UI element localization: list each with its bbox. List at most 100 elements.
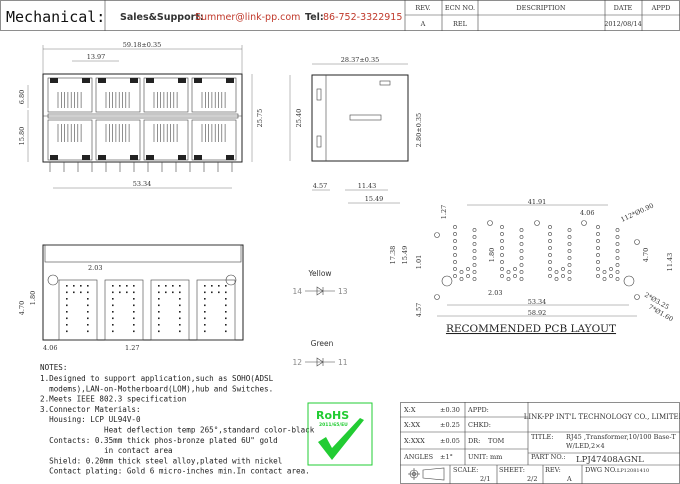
pin-dot xyxy=(179,330,181,333)
pcb-hole xyxy=(519,249,524,253)
bottom-view-drawing: 2.03 4.70 1.80 4.06 1.27 xyxy=(18,244,244,352)
pcb-hole xyxy=(500,274,504,278)
tol-angles-value: ±1° xyxy=(440,453,453,461)
tol-xxxx-label: X:XXX xyxy=(404,437,425,445)
note-line: Shield: 0.20mm thick steel alloy,plated … xyxy=(40,456,282,465)
pin-dot xyxy=(66,324,68,326)
dim-pcb-11-43: 11.43 xyxy=(666,253,674,272)
dim-bottom-d1: 2.03 xyxy=(88,264,102,272)
pin-dot xyxy=(172,291,174,294)
led-window xyxy=(226,78,234,83)
dim-front-width: 59.18±0.35 xyxy=(123,41,162,49)
pcb-hole xyxy=(596,225,600,229)
rev-col-header: REV. xyxy=(415,4,430,12)
pin-dot xyxy=(133,324,135,326)
header: Mechanical: Sales&Support: Summer@link-p… xyxy=(0,0,680,31)
pin-dot xyxy=(204,330,206,333)
dwg-no: LP12081410 xyxy=(617,468,649,474)
pcb-hole xyxy=(506,270,511,274)
dim-pcb-1-27: 1.27 xyxy=(440,205,448,219)
led-yellow-pin-a: 14 xyxy=(292,287,302,296)
part-no: LPJ47408AGNL xyxy=(576,455,644,465)
pin-dot xyxy=(133,311,135,313)
pcb-hole xyxy=(472,228,477,232)
note-line: Housing: LCP UL94V-0 xyxy=(40,415,141,424)
dim-pcb-4-70: 4.70 xyxy=(642,248,650,262)
pin-dot xyxy=(179,304,181,307)
pin-dot xyxy=(133,304,135,307)
dim-pcb-4-57: 4.57 xyxy=(415,303,423,317)
notes-heading: NOTES: xyxy=(40,363,67,372)
pin-dot xyxy=(87,291,89,294)
pcb-hole xyxy=(609,267,613,271)
pin-dot xyxy=(112,317,114,320)
led-window xyxy=(146,78,154,83)
led-green-label: Green xyxy=(311,339,334,348)
pin-dot xyxy=(179,291,181,294)
pin-dot xyxy=(225,298,227,300)
pin-dot xyxy=(112,285,114,287)
pin-dot xyxy=(204,285,206,287)
led-window xyxy=(82,78,90,83)
revision-table: REV. ECN NO. DESCRIPTION DATE APPD A REL… xyxy=(405,0,680,31)
tol-xxx-value: ±0.25 xyxy=(440,421,460,429)
pin-dot xyxy=(126,285,128,287)
pcb-hole xyxy=(453,246,457,250)
rj45-port xyxy=(191,77,237,113)
pin-dot xyxy=(133,317,135,320)
dim-pcb-1-01: 1.01 xyxy=(415,255,423,269)
pin-dot xyxy=(66,311,68,313)
ecn-cell: REL xyxy=(453,20,468,28)
pcb-hole xyxy=(453,267,457,271)
pin-dot xyxy=(158,291,160,294)
pcb-hole xyxy=(567,263,572,267)
pcb-hole xyxy=(466,274,470,278)
pcb-hole xyxy=(609,274,613,278)
pin-dot xyxy=(87,330,89,333)
pcb-hole xyxy=(596,267,600,271)
dim-pcb-1-80: 1.80 xyxy=(488,248,496,262)
led-window xyxy=(226,155,234,160)
pin-dot xyxy=(204,324,206,326)
note-line: 2.Meets IEEE 802.3 specification xyxy=(40,395,186,404)
dim-peg-spacing: 53.34 xyxy=(133,180,152,188)
pcb-hole xyxy=(554,277,559,281)
tel-number: 86-752-3322915 xyxy=(323,12,402,23)
pin-dot xyxy=(87,317,89,320)
pcb-hole xyxy=(453,274,457,278)
title-block: X:X ±0.30 X:XX ±0.25 X:XXX ±0.05 ANGLES … xyxy=(400,402,680,484)
pcb-hole xyxy=(567,270,572,274)
pcb-hole xyxy=(500,246,504,250)
pcb-hole xyxy=(596,246,600,250)
title-label: TITLE: xyxy=(531,433,554,441)
dim-pcb-41-91: 41.91 xyxy=(528,198,547,206)
tel-label: Tel: xyxy=(305,12,324,23)
pin-dot xyxy=(119,285,121,287)
pin-dot xyxy=(165,291,167,294)
pin-dot xyxy=(112,330,114,333)
pin-dot xyxy=(211,291,213,294)
date-col-header: DATE xyxy=(614,4,633,12)
pin-dot xyxy=(225,291,227,294)
description-col-header: DESCRIPTION xyxy=(516,4,565,12)
pcb-hole xyxy=(513,267,517,271)
pin-dot xyxy=(66,285,68,287)
dim-pin-length: 2.80±0.35 xyxy=(415,113,423,147)
rohs-logo: RoHS 2011/65/EU xyxy=(307,402,373,466)
dim-bottom-d5: 1.27 xyxy=(125,344,139,352)
sales-email[interactable]: Summer@link-pp.com xyxy=(195,12,300,23)
dim-side-height: 25.40 xyxy=(295,109,303,128)
pcb-hole xyxy=(472,242,477,246)
led-green-pin-b: 11 xyxy=(338,358,348,367)
dim-pcb-17-38: 17.38 xyxy=(389,246,397,265)
pcb-hole xyxy=(472,249,477,253)
pin-dot xyxy=(112,304,114,307)
pcb-hole xyxy=(596,239,600,243)
front-view-drawing: 59.18±0.35 13.97 25.75 6.80 15.80 53.34 xyxy=(18,41,264,189)
dim-port-height: 6.80 xyxy=(18,90,26,104)
port-block xyxy=(104,279,144,341)
pcb-layout-drawing: 41.91 4.06 112*Ø0.90 1.27 17.38 15.49 1.… xyxy=(389,198,675,335)
pcb-hole xyxy=(615,249,620,253)
pin-dot xyxy=(225,317,227,320)
